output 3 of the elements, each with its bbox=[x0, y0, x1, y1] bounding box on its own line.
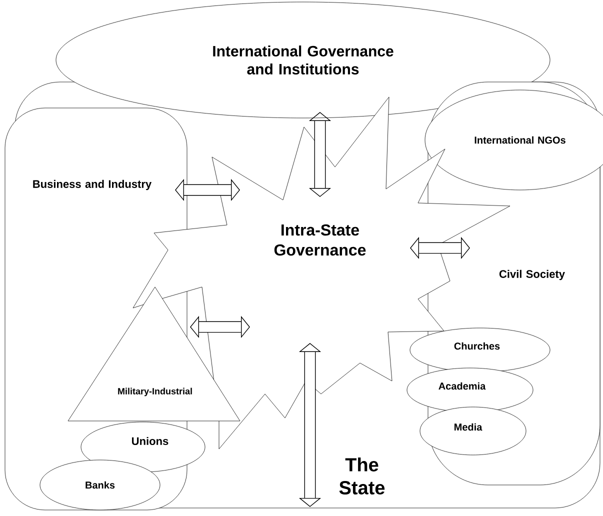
double-arrow bbox=[410, 236, 470, 260]
double-arrow bbox=[190, 316, 250, 338]
double-arrow bbox=[175, 178, 240, 202]
